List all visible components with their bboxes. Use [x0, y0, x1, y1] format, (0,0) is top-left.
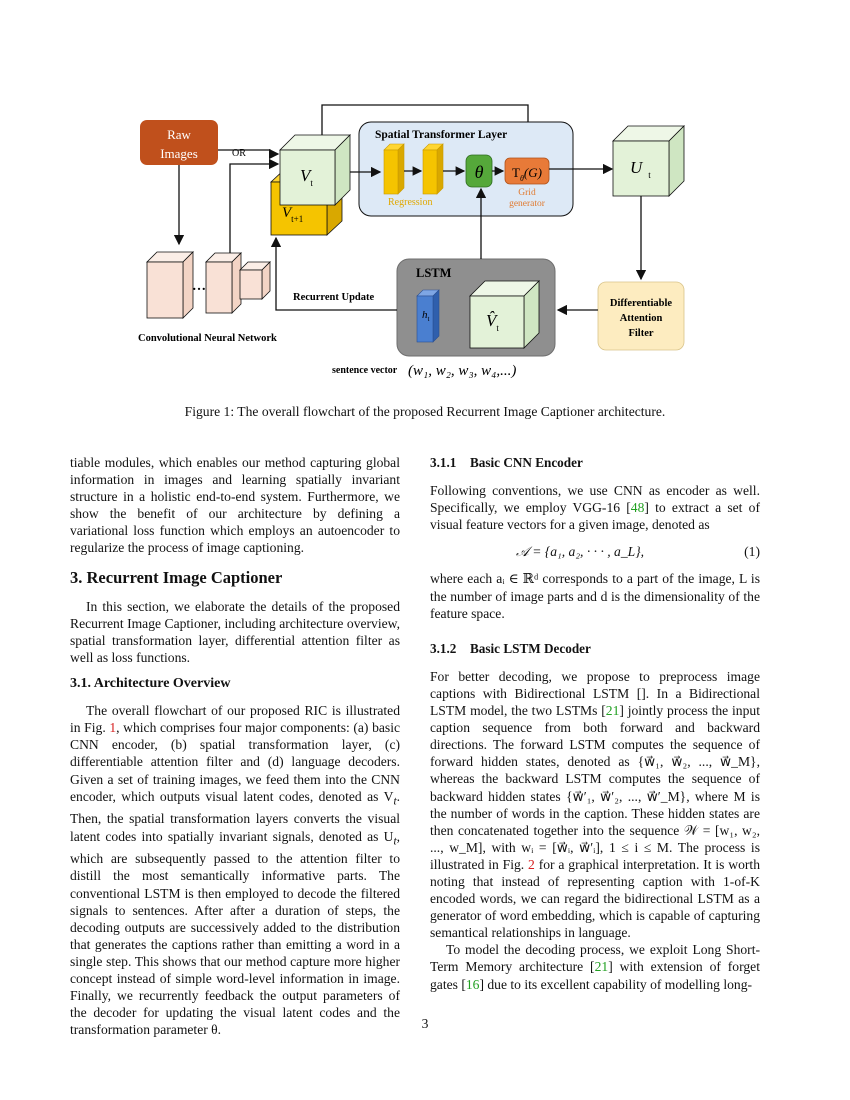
daf-label-1: Differentiable — [610, 298, 673, 309]
vt-cube: Vt — [279, 134, 351, 206]
grid-generator-label-1: Grid — [518, 188, 536, 198]
figure-caption: Figure 1: The overall flowchart of the p… — [184, 404, 666, 419]
attention-filter-box — [597, 281, 685, 351]
daf-label-3: Filter — [628, 328, 653, 339]
equation-1-number: (1) — [744, 544, 760, 560]
ref-21-b[interactable]: 21 — [594, 959, 609, 975]
architecture-overview-paragraph: The overall flowchart of our proposed RI… — [70, 703, 401, 1038]
lstm-title: LSTM — [416, 266, 452, 280]
left-column: tiable modules, which enables our method… — [70, 454, 400, 1038]
svg-text:Vt: Vt — [300, 166, 313, 188]
recurrent-update-label: Recurrent Update — [293, 292, 375, 303]
section-3-1-heading: 3.1. Architecture Overview — [70, 676, 231, 692]
ref-21[interactable]: 21 — [605, 703, 620, 719]
raw-images-label-2: Images — [160, 146, 198, 161]
equation-1-body: 𝒜 = {a₁, a₂, · · · , a_L}, — [515, 544, 645, 560]
regression-block — [383, 143, 444, 195]
fig-2-ref[interactable]: 2 — [528, 856, 535, 872]
daf-label-2: Attention — [620, 313, 663, 324]
raw-images-label-1: Raw — [167, 127, 191, 142]
theta-label: θ — [475, 162, 484, 182]
sentence-vector-label: sentence vector — [332, 365, 398, 376]
lstm-decoder-paragraph: For better decoding, we propose to prepr… — [430, 668, 760, 941]
raw-images-box — [140, 120, 218, 165]
cnn-ellipsis: … — [192, 279, 206, 294]
sentence-vector-tuple: (w₁, w₂, w₃, w₄,...) — [408, 363, 516, 379]
cnn-encoder-paragraph: Following conventions, we use CNN as enc… — [430, 483, 760, 533]
hidden-state-block: ht — [416, 289, 440, 343]
cnn-label: Convolutional Neural Network — [138, 333, 277, 344]
cnn-encoder-paragraph-2: where each aᵢ ∈ ℝᵈ corresponds to a part… — [430, 571, 760, 621]
vhat-cube: V̂t — [469, 280, 540, 349]
svg-text:ht: ht — [422, 309, 430, 323]
svg-text:V̂t: V̂t — [486, 311, 499, 333]
intro-paragraph-end: tiable modules, which enables our method… — [70, 455, 400, 556]
flowchart-diagram: Raw Images OR … Convolutional Neural Net… — [138, 104, 685, 379]
section-3-heading: 3. Recurrent Image Captioner — [70, 567, 283, 587]
ref-48[interactable]: 48 — [630, 500, 645, 516]
grid-generator-box — [504, 157, 550, 185]
stl-title: Spatial Transformer Layer — [375, 129, 507, 141]
svg-text:Vt+1: Vt+1 — [282, 205, 303, 224]
section-3-intro: In this section, we elaborate the detail… — [70, 598, 400, 665]
page-number: 3 — [421, 1016, 429, 1031]
equation-1: 𝒜 = {a₁, a₂, · · · , a_L}, (1) — [430, 543, 760, 560]
regression-label: Regression — [388, 197, 432, 208]
ref-16[interactable]: 16 — [465, 976, 480, 992]
decoding-process-paragraph: To model the decoding process, we exploi… — [430, 942, 760, 992]
grid-generator-op: Tθ(G) — [512, 165, 542, 183]
svg-text:Ut: Ut — [630, 158, 651, 180]
fig-1-ref[interactable]: 1 — [109, 720, 117, 736]
cnn-encoder-blocks — [146, 251, 271, 319]
or-label: OR — [232, 148, 246, 159]
architecture-figure: Raw Images OR … Convolutional Neural Net… — [0, 0, 850, 400]
grid-generator-label-2: generator — [509, 199, 546, 209]
